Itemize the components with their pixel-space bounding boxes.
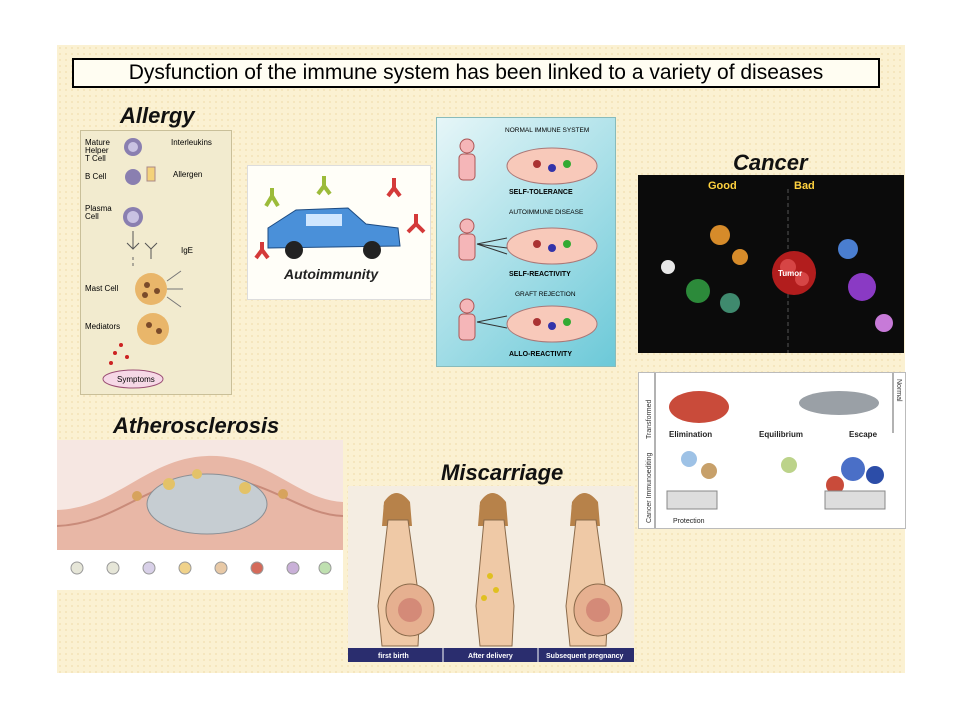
label-tcell: T Cell bbox=[85, 154, 106, 163]
row-graft-footer: ALLO-REACTIVITY bbox=[509, 351, 572, 358]
label-symptoms: Symptoms bbox=[117, 375, 155, 384]
row-autoimmune-header: AUTOIMMUNE DISEASE bbox=[509, 209, 584, 216]
cancer-immunity-diagram: Good Bad Tumor bbox=[638, 175, 904, 353]
phase-elimination: Elimination bbox=[669, 430, 712, 439]
phase-equilibrium: Equilibrium bbox=[759, 430, 803, 439]
cancer-bad-label: Bad bbox=[794, 180, 815, 192]
row-graft-header: GRAFT REJECTION bbox=[515, 291, 576, 298]
row-autoimmune-footer: SELF-REACTIVITY bbox=[509, 271, 571, 278]
label-allergen: Allergen bbox=[173, 170, 202, 179]
label-ige: IgE bbox=[181, 246, 193, 255]
label-mast-cell: Mast Cell bbox=[85, 284, 119, 293]
slide-title: Dysfunction of the immune system has bee… bbox=[72, 58, 880, 88]
caption-subsequent-pregnancy: Subsequent pregnancy bbox=[546, 653, 624, 660]
label-mediators: Mediators bbox=[85, 322, 120, 331]
label-plasma-cell: Cell bbox=[85, 212, 99, 221]
immune-reactivity-chart: NORMAL IMMUNE SYSTEM SELF-TOLERANCE AUTO… bbox=[436, 117, 616, 367]
cancer-tumor-label: Tumor bbox=[778, 269, 802, 278]
label-interleukins: Interleukins bbox=[171, 138, 212, 147]
atherosclerosis-diagram bbox=[57, 440, 343, 590]
autoimmunity-label: Autoimmunity bbox=[284, 266, 379, 282]
phase-escape: Escape bbox=[849, 430, 878, 439]
row-normal-footer: SELF-TOLERANCE bbox=[509, 189, 573, 196]
immunoediting-transformed: Transformed bbox=[646, 399, 653, 439]
caption-after-delivery: After delivery bbox=[468, 653, 513, 660]
cancer-good-label: Good bbox=[708, 180, 737, 192]
cancer-heading: Cancer bbox=[733, 150, 808, 175]
miscarriage-diagram: first birth After delivery Subsequent pr… bbox=[348, 486, 634, 662]
immunoediting-diagram: Transformed Cancer Immunoediting Normal … bbox=[638, 372, 906, 529]
autoimmunity-illustration: Autoimmunity bbox=[247, 165, 431, 300]
atherosclerosis-heading: Atherosclerosis bbox=[113, 413, 280, 438]
immunoediting-normal: Normal bbox=[895, 379, 902, 402]
miscarriage-heading: Miscarriage bbox=[441, 460, 564, 485]
label-mature: Mature bbox=[85, 138, 110, 147]
immunoediting-side-label: Cancer Immunoediting bbox=[646, 452, 653, 523]
caption-first-birth: first birth bbox=[378, 653, 409, 660]
label-plasma: Plasma bbox=[85, 204, 112, 213]
immunoediting-protection: Protection bbox=[673, 518, 705, 525]
allergy-heading: Allergy bbox=[120, 103, 195, 128]
label-helper: Helper bbox=[85, 146, 109, 155]
allergy-diagram: Mature Helper T Cell Interleukins B Cell… bbox=[80, 130, 232, 395]
label-bcell: B Cell bbox=[85, 172, 107, 181]
row-normal-header: NORMAL IMMUNE SYSTEM bbox=[505, 127, 589, 134]
